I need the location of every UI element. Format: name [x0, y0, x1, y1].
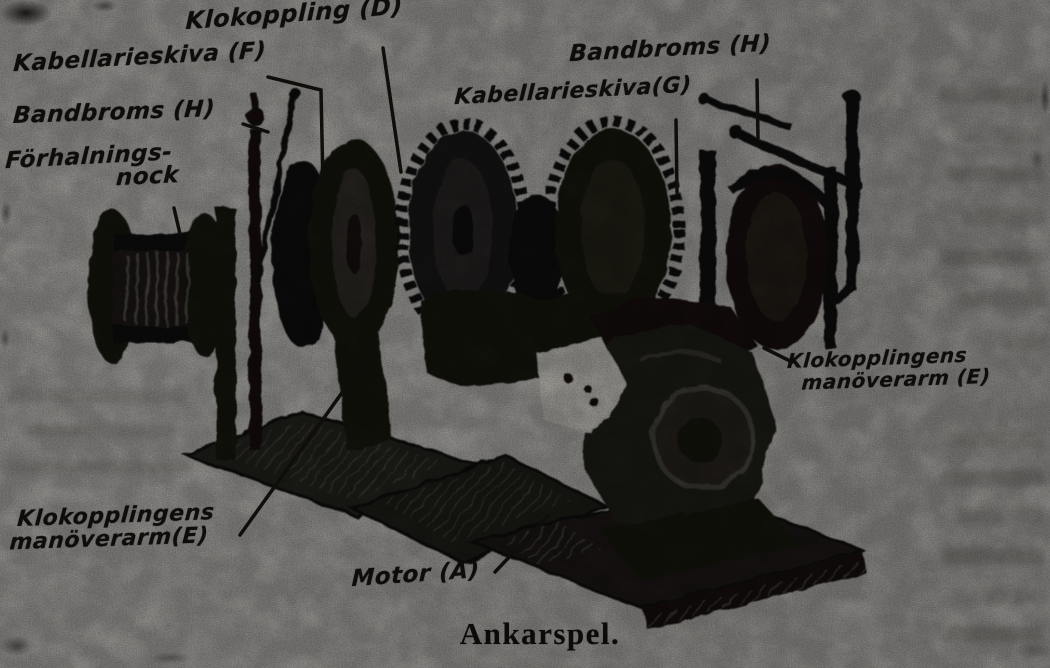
leader-bandbroms-h-right	[755, 78, 760, 140]
leader-forhalningsnock	[172, 206, 182, 236]
label-manoverarm-e-right: Klokopplingens manöverarm (E)	[785, 343, 993, 395]
label-forhalningsnock-line2: nock	[115, 161, 180, 192]
leader-klokoppling-d	[381, 46, 403, 174]
leader-kabellarieskiva-g	[674, 118, 679, 194]
label-forhalningsnock: Förhalnings- nock	[3, 139, 180, 198]
figure-caption: Ankarspel.	[459, 616, 621, 651]
label-manoverarm-e-left: Klokopplingens manöverarm(E)	[9, 500, 216, 555]
cable-lifter-f	[272, 139, 399, 452]
warping-drum	[88, 210, 227, 364]
